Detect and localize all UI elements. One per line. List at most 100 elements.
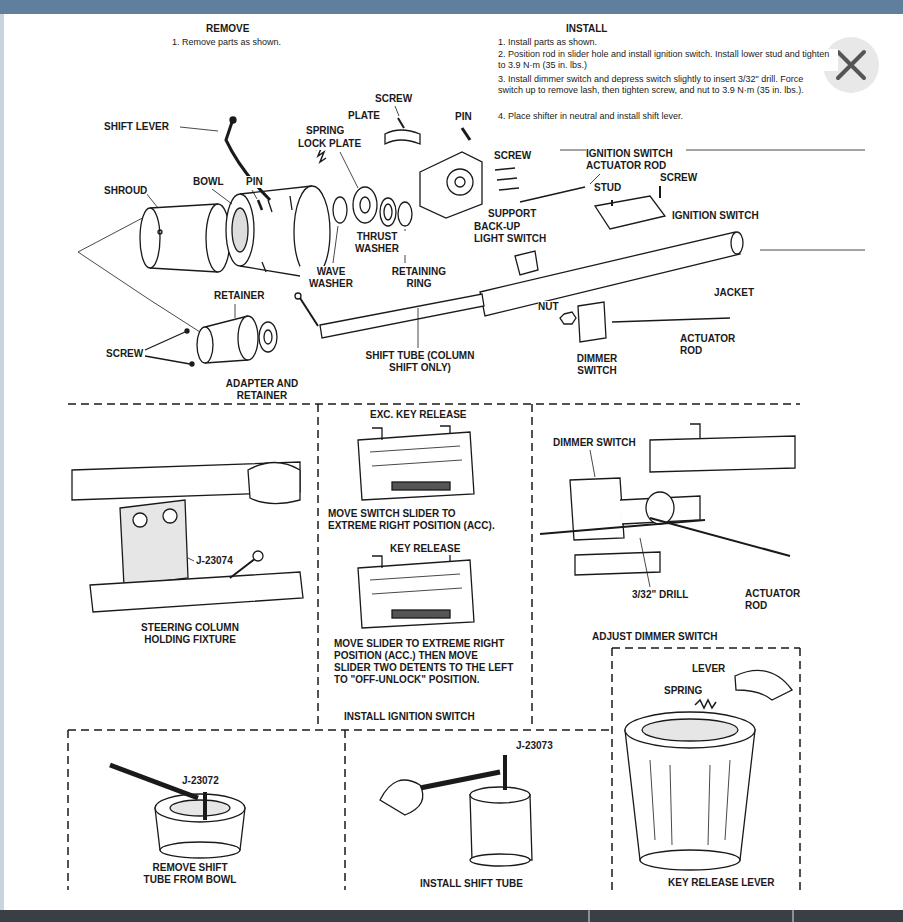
dimmer-adjust-figure-part-part xyxy=(640,538,650,587)
holding-fixture-figure-part xyxy=(188,558,194,561)
exploded-view-part xyxy=(384,204,392,220)
exploded-view-part xyxy=(731,232,743,254)
panel-dividers-part xyxy=(611,648,613,890)
part-label: 3. Install dimmer switch and depress swi… xyxy=(498,74,818,96)
panel-dividers-part xyxy=(531,404,533,728)
panel-dividers-part xyxy=(317,404,319,728)
dimmer-adjust-figure-part xyxy=(646,492,674,524)
part-label: EXC. KEY RELEASE xyxy=(370,409,467,421)
exploded-view-part xyxy=(353,187,377,223)
part-label: ADAPTER AND RETAINER xyxy=(222,378,302,402)
holding-fixture-figure-part xyxy=(248,463,300,504)
exploded-view-part xyxy=(78,214,200,332)
ignition-switch-figures-part xyxy=(392,482,450,490)
part-label: INSTALL SHIFT TUBE xyxy=(420,878,523,890)
remove-shift-tube-figure xyxy=(110,765,245,858)
install-shift-tube-figure-part xyxy=(503,755,507,790)
window-frame-part xyxy=(792,910,794,922)
panel-dividers-part xyxy=(799,648,801,890)
key-release-figure xyxy=(625,670,792,870)
ignition-switch-figures-part xyxy=(370,446,462,466)
key-release-figure-part xyxy=(695,700,716,708)
part-label: 1. Install parts as shown. xyxy=(498,37,597,48)
part-label: RETAINER xyxy=(214,290,264,302)
remove-shift-tube-figure-part xyxy=(203,792,207,820)
part-label: INSTALL IGNITION SWITCH xyxy=(344,711,475,723)
part-label: J-23073 xyxy=(516,740,553,752)
dimmer-adjust-figure-part xyxy=(650,518,790,556)
exploded-view-part-part xyxy=(418,308,419,348)
exploded-view-part xyxy=(300,298,318,326)
exploded-view-part xyxy=(560,312,576,324)
exploded-view-part xyxy=(578,302,606,342)
part-label: INSTALL xyxy=(566,23,607,35)
part-label: BACK-UP LIGHT SWITCH xyxy=(474,221,552,245)
exploded-view-part xyxy=(259,322,277,352)
exploded-view-part-part xyxy=(212,189,232,204)
part-label: REMOVE SHIFT TUBE FROM BOWL xyxy=(140,862,240,886)
key-release-figure-part xyxy=(650,760,730,845)
part-label: RETAINING RING xyxy=(383,266,455,290)
part-label: 2. Position rod in slider hole and insta… xyxy=(498,49,838,71)
exploded-view-part-part xyxy=(252,190,257,199)
part-label: 3/32" DRILL xyxy=(632,589,688,601)
part-label: STUD xyxy=(594,182,621,194)
exploded-view-part xyxy=(230,117,236,123)
exploded-view-part xyxy=(226,194,254,266)
part-label: KEY RELEASE LEVER xyxy=(668,877,775,889)
part-label: SHIFT TUBE (COLUMN SHIFT ONLY) xyxy=(360,350,480,374)
part-label: PLATE xyxy=(348,110,380,122)
key-release-figure-part xyxy=(625,712,755,748)
part-label: BOWL xyxy=(193,176,224,188)
part-label: ADJUST DIMMER SWITCH xyxy=(592,631,718,643)
holding-fixture-figure-part xyxy=(163,509,177,523)
dimmer-adjust-figure xyxy=(540,424,795,587)
ignition-switch-figures-part xyxy=(392,610,450,618)
exploded-view-part xyxy=(495,168,519,190)
part-label: SCREW xyxy=(660,172,697,184)
panel-dividers xyxy=(68,404,800,890)
exploded-view-part xyxy=(226,122,270,200)
window-frame-part xyxy=(0,0,903,14)
exploded-view-part xyxy=(295,293,301,299)
exploded-view-part-part xyxy=(235,304,236,318)
exploded-view-part xyxy=(146,106,600,348)
part-label: 4. Place shifter in neutral and install … xyxy=(498,111,683,122)
exploded-view-part xyxy=(140,208,160,268)
exploded-view-part xyxy=(333,197,347,223)
exploded-view-part xyxy=(238,316,258,360)
exploded-view-part xyxy=(520,187,585,202)
panel-dividers-part xyxy=(612,647,800,649)
key-release-figure-part xyxy=(642,719,738,741)
exploded-view-part xyxy=(385,130,420,144)
part-label: SCREW xyxy=(494,150,531,162)
exploded-view-part xyxy=(447,169,473,195)
part-label: SHIFT LEVER xyxy=(104,121,169,133)
install-shift-tube-figure-part xyxy=(470,795,532,860)
key-release-figure-part xyxy=(625,730,755,860)
exploded-view-part xyxy=(380,198,396,226)
part-label: SCREW xyxy=(375,93,412,105)
part-label: STEERING COLUMN HOLDING FIXTURE xyxy=(140,622,240,646)
holding-fixture-figure-part xyxy=(133,513,147,527)
exploded-view xyxy=(78,106,865,366)
ignition-switch-figures-part xyxy=(358,432,474,500)
exploded-view-part xyxy=(398,202,412,226)
exploded-view-part-part xyxy=(395,106,399,116)
exploded-view-part-part xyxy=(180,127,218,131)
part-label: KEY RELEASE xyxy=(390,543,460,555)
part-label: NUT xyxy=(538,301,559,313)
exploded-view-part xyxy=(158,230,162,234)
exploded-view-part xyxy=(360,197,370,213)
part-label: 1. Remove parts as shown. xyxy=(172,37,281,48)
exploded-view-part xyxy=(264,330,272,344)
exploded-view-part xyxy=(398,118,404,128)
remove-shift-tube-figure-part xyxy=(170,800,230,816)
ignition-switch-figures-part xyxy=(358,560,474,628)
holding-fixture-figure-part xyxy=(253,551,263,561)
part-label: DIMMER SWITCH xyxy=(553,437,636,449)
